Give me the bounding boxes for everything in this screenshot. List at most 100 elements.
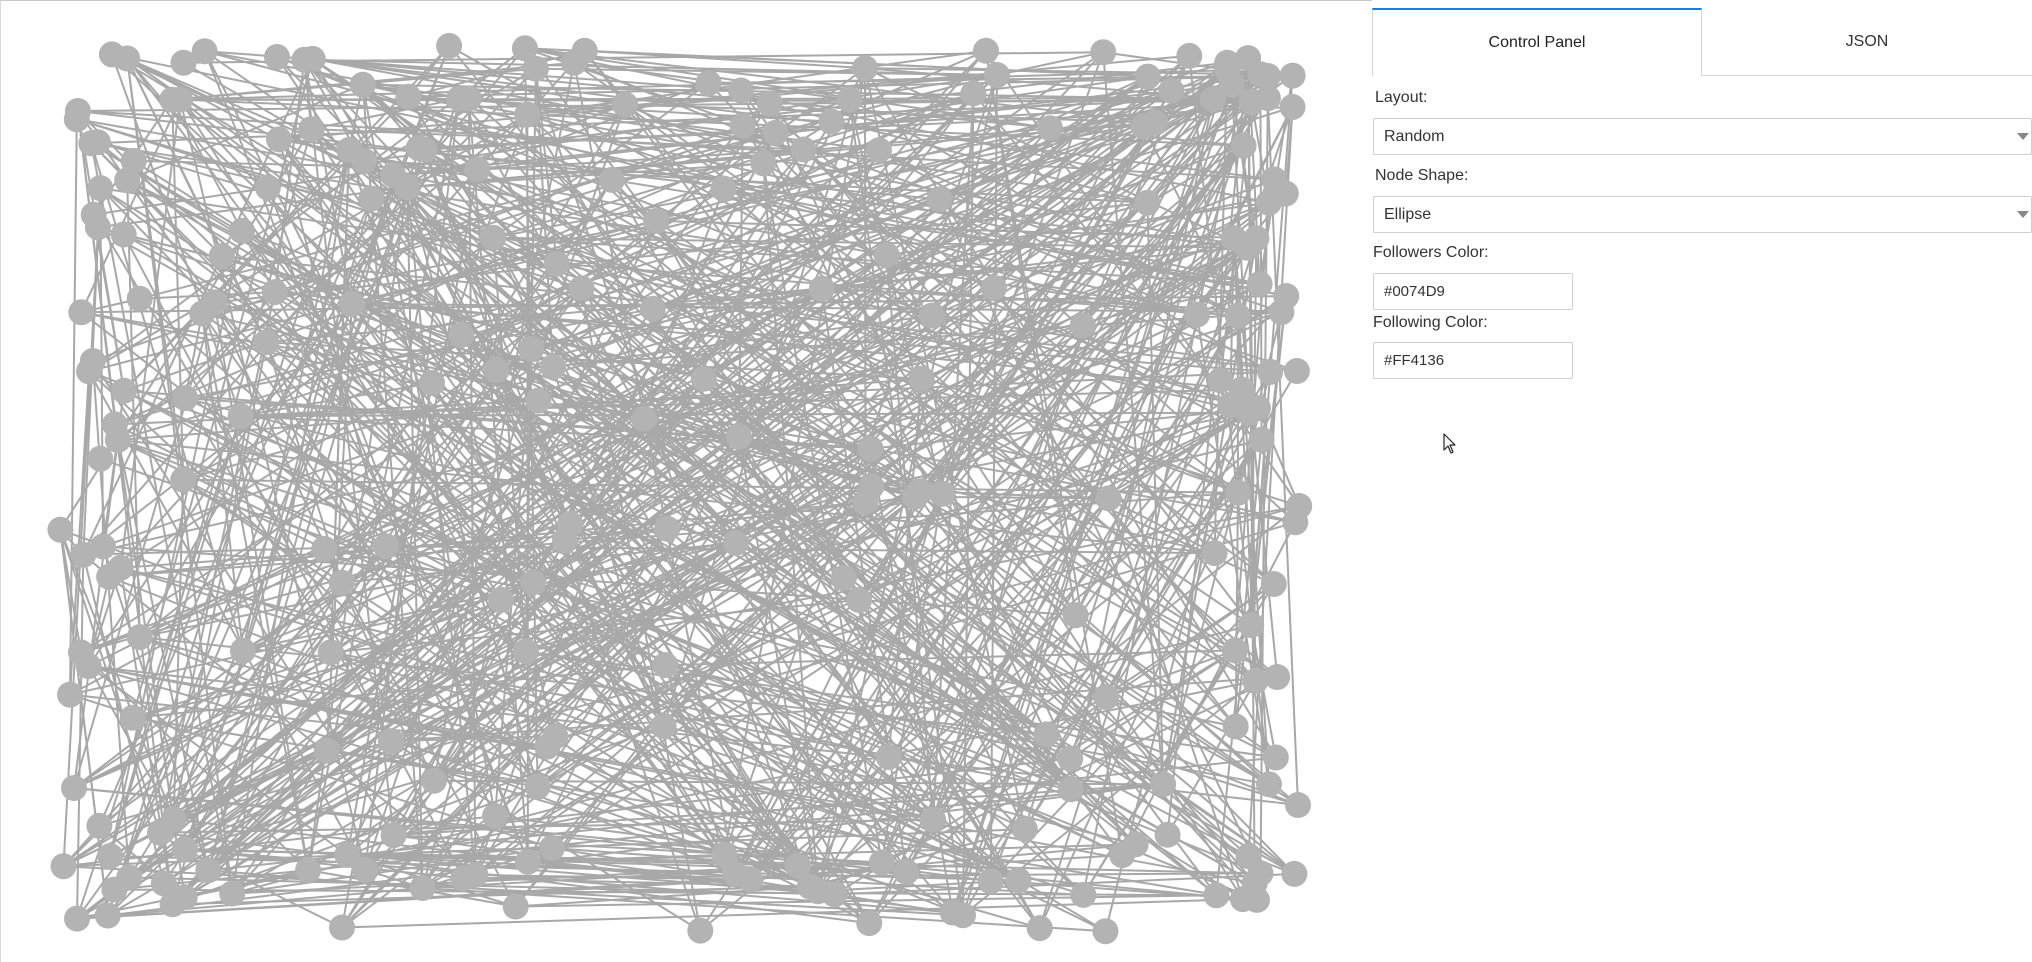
graph-node[interactable] <box>68 639 94 666</box>
graph-node[interactable] <box>78 130 105 157</box>
graph-node[interactable] <box>254 174 281 201</box>
graph-node[interactable] <box>349 71 376 98</box>
node-shape-dropdown[interactable]: Ellipse <box>1373 196 2032 233</box>
graph-node[interactable] <box>534 733 561 760</box>
graph-node[interactable] <box>159 891 186 918</box>
graph-node[interactable] <box>1230 132 1257 159</box>
graph-node[interactable] <box>808 275 835 302</box>
graph-node[interactable] <box>1264 664 1291 690</box>
graph-node[interactable] <box>328 569 355 596</box>
graph-node[interactable] <box>462 861 489 888</box>
graph-node[interactable] <box>253 329 280 356</box>
graph-node[interactable] <box>191 38 218 65</box>
graph-node[interactable] <box>893 858 920 885</box>
followers-color-input[interactable] <box>1373 273 1573 310</box>
graph-node[interactable] <box>1262 744 1289 771</box>
graph-node[interactable] <box>540 354 566 380</box>
graph-node[interactable] <box>1184 301 1210 328</box>
graph-node[interactable] <box>1037 115 1063 142</box>
graph-node[interactable] <box>295 857 322 884</box>
graph-node[interactable] <box>446 85 473 112</box>
graph-node[interactable] <box>1057 745 1084 772</box>
graph-node[interactable] <box>908 365 935 392</box>
graph-node[interactable] <box>483 357 510 384</box>
graph-node[interactable] <box>482 803 509 829</box>
graph-node[interactable] <box>298 116 325 143</box>
tab-json[interactable]: JSON <box>1845 32 1889 50</box>
graph-node[interactable] <box>1062 602 1089 629</box>
graph-node[interactable] <box>1005 867 1032 894</box>
graph-node[interactable] <box>358 185 385 212</box>
graph-node[interactable] <box>229 637 256 664</box>
graph-node[interactable] <box>409 875 436 901</box>
graph-node[interactable] <box>338 290 365 317</box>
graph-node[interactable] <box>920 806 947 833</box>
graph-node[interactable] <box>229 217 255 244</box>
graph-node[interactable] <box>1260 571 1287 597</box>
graph-node[interactable] <box>208 243 235 269</box>
network-graph-svg[interactable] <box>0 0 1372 962</box>
graph-node[interactable] <box>107 554 134 581</box>
graph-node[interactable] <box>513 638 539 665</box>
graph-node[interactable] <box>436 32 463 59</box>
graph-node[interactable] <box>311 535 338 562</box>
graph-node[interactable] <box>711 841 738 868</box>
graph-node[interactable] <box>652 652 679 679</box>
graph-node[interactable] <box>1093 684 1120 711</box>
graph-node[interactable] <box>598 166 625 193</box>
graph-node[interactable] <box>502 893 529 920</box>
graph-node[interactable] <box>172 385 199 412</box>
graph-node[interactable] <box>329 914 355 941</box>
graph-node[interactable] <box>1279 62 1306 89</box>
graph-node[interactable] <box>1238 88 1265 115</box>
graph-node[interactable] <box>722 861 749 888</box>
graph-node[interactable] <box>926 186 953 213</box>
graph-node[interactable] <box>1246 271 1273 298</box>
graph-node[interactable] <box>195 857 222 884</box>
graph-node[interactable] <box>690 365 717 392</box>
graph-node[interactable] <box>1217 391 1244 418</box>
graph-node[interactable] <box>1176 42 1203 69</box>
graph-node[interactable] <box>448 322 475 348</box>
graph-node[interactable] <box>654 515 681 542</box>
graph-node[interactable] <box>511 35 538 62</box>
graph-node[interactable] <box>1225 479 1251 506</box>
graph-node[interactable] <box>1255 63 1281 89</box>
network-graph-canvas[interactable] <box>0 0 1372 962</box>
graph-node[interactable] <box>411 136 438 163</box>
graph-node[interactable] <box>1095 485 1122 512</box>
graph-node[interactable] <box>110 221 137 248</box>
graph-node[interactable] <box>514 848 541 875</box>
graph-node[interactable] <box>1281 860 1308 887</box>
graph-node[interactable] <box>1026 915 1053 942</box>
graph-node[interactable] <box>525 387 552 414</box>
graph-node[interactable] <box>524 773 551 800</box>
graph-node[interactable] <box>650 713 677 739</box>
graph-node[interactable] <box>120 147 147 174</box>
graph-node[interactable] <box>1069 312 1096 339</box>
graph-node[interactable] <box>61 775 87 801</box>
graph-node[interactable] <box>94 902 121 929</box>
graph-node[interactable] <box>1134 189 1161 216</box>
graph-node[interactable] <box>464 156 491 183</box>
layout-dropdown[interactable]: Random <box>1373 118 2032 155</box>
graph-node[interactable] <box>57 681 83 708</box>
graph-node[interactable] <box>981 274 1007 301</box>
chevron-down-icon[interactable] <box>2017 211 2029 218</box>
graph-node[interactable] <box>1248 426 1275 453</box>
graph-node[interactable] <box>729 112 756 139</box>
graph-node[interactable] <box>1229 886 1256 913</box>
graph-node[interactable] <box>1092 918 1119 945</box>
graph-node[interactable] <box>939 899 966 926</box>
graph-node[interactable] <box>377 728 404 755</box>
graph-node[interactable] <box>722 529 749 556</box>
graph-node[interactable] <box>266 126 292 153</box>
graph-node[interactable] <box>750 150 777 177</box>
graph-node[interactable] <box>1130 113 1157 140</box>
graph-node[interactable] <box>219 880 246 907</box>
graph-node[interactable] <box>1122 831 1149 858</box>
graph-node[interactable] <box>1214 57 1241 84</box>
graph-node[interactable] <box>291 46 318 73</box>
graph-node[interactable] <box>480 224 507 251</box>
graph-node[interactable] <box>804 878 831 905</box>
